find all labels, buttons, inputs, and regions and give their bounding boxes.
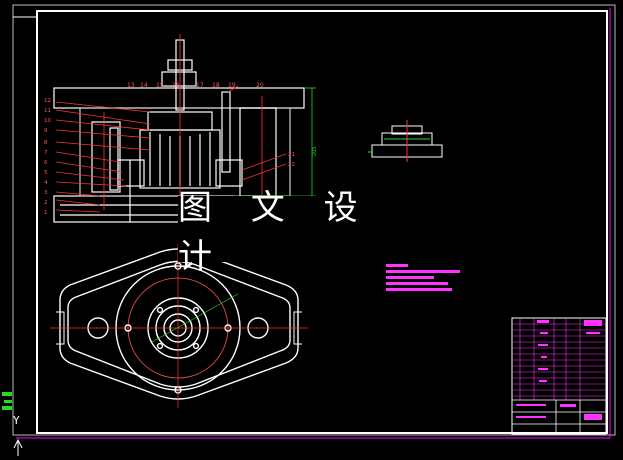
balloon-14: 14 (140, 82, 148, 89)
section-leaders (55, 34, 287, 228)
balloon-7: 7 (44, 150, 48, 156)
balloon-16: 16 (172, 82, 180, 89)
balloon-13: 13 (127, 82, 135, 89)
balloon-21: 21 (288, 152, 295, 158)
balloon-12: 12 (44, 98, 51, 104)
balloon-11: 11 (44, 108, 51, 114)
balloon-6: 6 (44, 160, 48, 166)
outer-frame (12, 4, 616, 436)
balloon-18: 18 (212, 82, 220, 89)
technical-notes (386, 264, 460, 291)
balloons-top: 13 14 15 16 17 18 19 20 (127, 82, 264, 89)
balloon-1: 1 (44, 210, 48, 216)
balloon-2: 2 (44, 200, 48, 206)
balloon-5: 5 (44, 170, 48, 176)
balloon-19: 19 (228, 82, 236, 89)
plan-centerlines (50, 244, 308, 408)
ucs-icon (13, 438, 23, 456)
balloon-9: 9 (44, 128, 48, 134)
dimension-value: 205 (312, 146, 318, 156)
balloon-3: 3 (44, 190, 48, 196)
plan-dimension-leader (151, 293, 239, 343)
balloon-17: 17 (196, 82, 204, 89)
ucs-marker-green (2, 392, 12, 410)
balloons-left: 12 11 10 9 8 7 6 5 4 3 2 1 (44, 98, 51, 216)
inner-frame (36, 10, 608, 434)
balloon-15: 15 (156, 82, 164, 89)
part-detail-view (368, 120, 443, 162)
balloon-22: 22 (288, 162, 295, 168)
ucs-y-label: Y (13, 414, 20, 427)
balloons-right: 21 22 (288, 152, 295, 168)
watermark-label: 图 文 设 计 (178, 188, 428, 277)
balloon-20: 20 (256, 82, 264, 89)
balloon-4: 4 (44, 180, 48, 186)
title-block (511, 317, 607, 435)
balloon-8: 8 (44, 140, 48, 146)
section-view (53, 39, 305, 223)
balloon-10: 10 (44, 118, 51, 124)
